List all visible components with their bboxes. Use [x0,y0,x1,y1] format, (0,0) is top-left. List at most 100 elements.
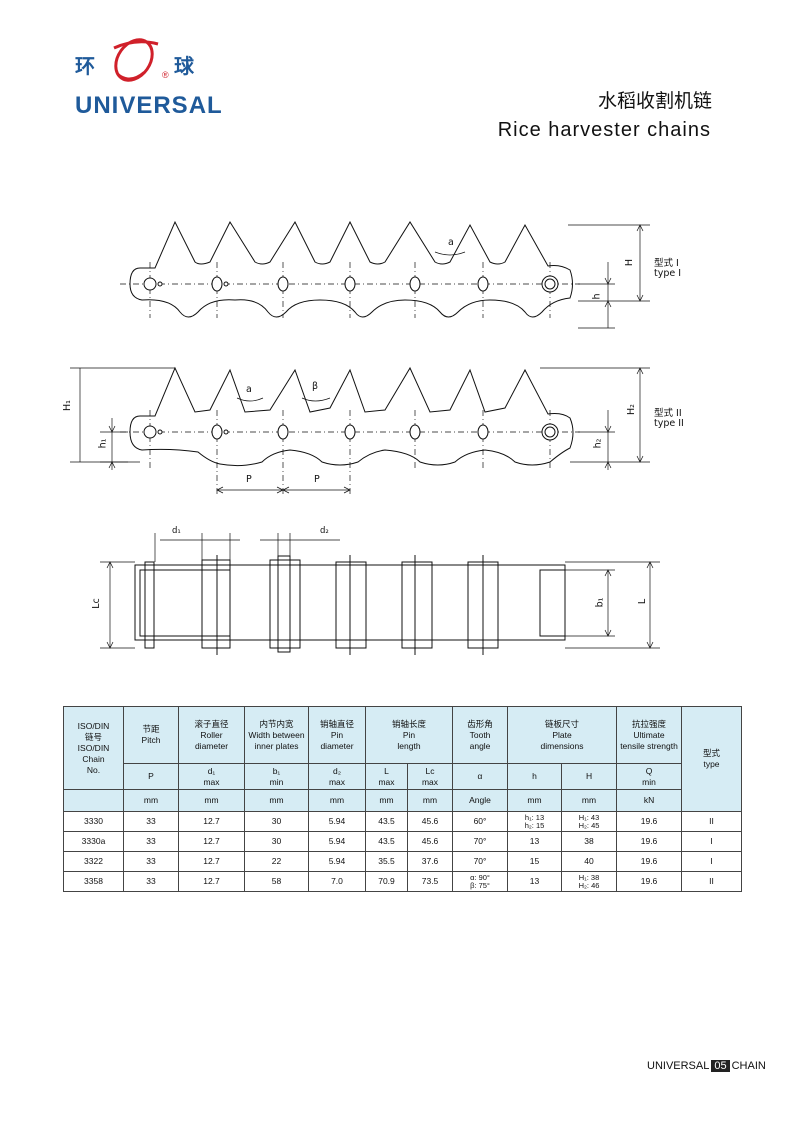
title-english: Rice harvester chains [497,119,711,141]
cell-d2: 5.94 [308,811,366,832]
registered-mark: ® [162,70,169,80]
cell-d2: 5.94 [308,851,366,872]
page-number: 05 [711,1060,730,1072]
cell-p: 33 [123,811,179,832]
unit-width: mm [244,789,309,812]
cell-q: 19.6 [616,851,683,872]
type2-label-cn: 型式 II [654,408,682,419]
d2-label: d₂ [320,526,329,536]
cell-h: 13 [507,871,563,892]
sym-alpha: α [452,763,509,790]
cell-d2: 5.94 [308,831,366,852]
cell-angle: 70° [452,851,509,872]
type1-label-cn: 型式 I [654,258,679,269]
h1-label: h₁ [97,438,109,449]
cell-no: 3358 [63,871,124,892]
h-label: h [591,293,603,300]
Lc-label: Lc [90,598,102,609]
unit-H: mm [561,789,618,812]
sym-h: h [507,763,563,790]
type1-label-en: type I [654,268,682,279]
unit-h: mm [507,789,563,812]
logo-cn-left: 环 [75,54,97,78]
sym-pitch: P [123,763,179,790]
pitch-label-2: P [314,474,320,485]
cell-angle: 60° [452,811,509,832]
type2-label-en: type II [654,418,684,429]
cell-q: 19.6 [616,811,683,832]
cell-q: 19.6 [616,831,683,852]
cell-q: 19.6 [616,871,683,892]
title-chinese: 水稻收割机链 [597,90,712,112]
L-label: L [637,598,649,605]
H1-label: H₁ [61,400,73,411]
cell-H: 38 [561,831,618,852]
logo-cn-right: 球 [174,54,196,78]
top-view-diagram [100,533,660,655]
cell-p: 33 [123,851,179,872]
unit-Lc: mm [406,789,454,812]
cell-b1: 30 [244,811,309,832]
cell-Lc: 37.6 [406,851,454,872]
alpha-label-type1: a [448,237,454,248]
cell-d1: 12.7 [178,851,245,872]
cell-d2: 7.0 [308,871,366,892]
cell-b1: 58 [244,871,309,892]
footer-brand: UNIVERSAL [647,1060,710,1072]
cell-type: II [681,811,743,832]
cell-no: 3330a [63,831,124,852]
cell-no: 3322 [63,851,124,872]
cell-Lc: 45.6 [406,831,454,852]
type1-chain-diagram [120,220,650,329]
cell-b1: 30 [244,831,309,852]
d1-label: d₁ [172,526,181,536]
b1-label: b₁ [594,597,606,608]
cell-d1: 12.7 [178,871,245,892]
cell-type: II [681,871,743,892]
H-label: H [624,258,636,267]
beta-label: β [312,381,319,392]
cell-H: 40 [561,851,618,872]
cell-h: 15 [507,851,563,872]
cell-d1: 12.7 [178,831,245,852]
H2-label: H₂ [625,404,637,415]
logo-wordmark: UNIVERSAL [75,92,223,119]
cell-L: 43.5 [365,811,408,832]
logo-emblem [113,38,159,82]
table-units-row: mm mm mm mm mm mm Angle mm mm kN [63,789,742,812]
cell-angle: α: 90°β: 75° [452,871,509,892]
alpha-label-type2: a [246,384,252,395]
unit-angle: Angle [452,789,509,812]
cell-p: 33 [123,871,179,892]
cell-L: 43.5 [365,831,408,852]
cell-no: 3330 [63,811,124,832]
cell-type: I [681,851,743,872]
h2-label: h₂ [592,438,604,449]
unit-pin-d: mm [308,789,366,812]
cell-Lc: 73.5 [406,871,454,892]
cell-d1: 12.7 [178,811,245,832]
cell-type: I [681,831,743,852]
unit-Q: kN [616,789,683,812]
type2-chain-diagram [70,366,650,495]
sym-H: H [561,763,618,790]
cell-Lc: 45.6 [406,811,454,832]
